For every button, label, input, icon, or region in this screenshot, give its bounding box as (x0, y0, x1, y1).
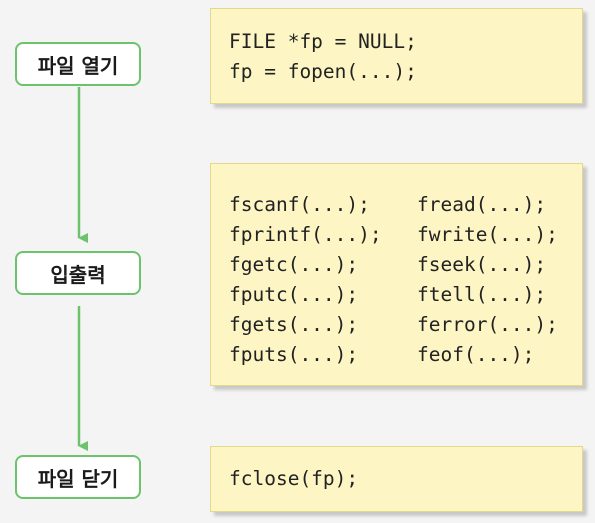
step-input-output: 입출력 (15, 251, 141, 295)
io-function-right: ferror(...); (417, 313, 558, 336)
io-function-left: fprintf(...); (229, 223, 382, 246)
io-function-right: fseek(...); (417, 253, 547, 276)
code-box-open: FILE *fp = NULL; fp = fopen(...); (210, 8, 583, 104)
io-function-grid: fscanf(...); fread(...); fprintf(...); f… (229, 190, 582, 370)
step-file-open-label: 파일 열기 (37, 53, 119, 78)
step-file-open: 파일 열기 (15, 42, 141, 86)
code-line: fclose(fp); (229, 467, 359, 490)
step-file-close-label: 파일 닫기 (37, 466, 119, 491)
io-function-left: fputc(...); (229, 283, 359, 306)
code-box-close: fclose(fp); (210, 446, 583, 512)
code-box-io: fscanf(...); fread(...); fprintf(...); f… (210, 163, 583, 386)
io-function-left: fputs(...); (229, 343, 359, 366)
io-function-right: fwrite(...); (417, 223, 558, 246)
io-function-left: fgets(...); (229, 313, 359, 336)
code-line: FILE *fp = NULL; (229, 30, 417, 53)
io-function-right: ftell(...); (417, 283, 547, 306)
step-file-close: 파일 닫기 (15, 455, 141, 499)
io-function-left: fgetc(...); (229, 253, 359, 276)
io-function-left: fscanf(...); (229, 193, 370, 216)
step-input-output-label: 입출력 (50, 262, 106, 287)
io-function-right: fread(...); (417, 193, 547, 216)
code-line: fp = fopen(...); (229, 60, 417, 83)
io-function-right: feof(...); (417, 343, 535, 366)
